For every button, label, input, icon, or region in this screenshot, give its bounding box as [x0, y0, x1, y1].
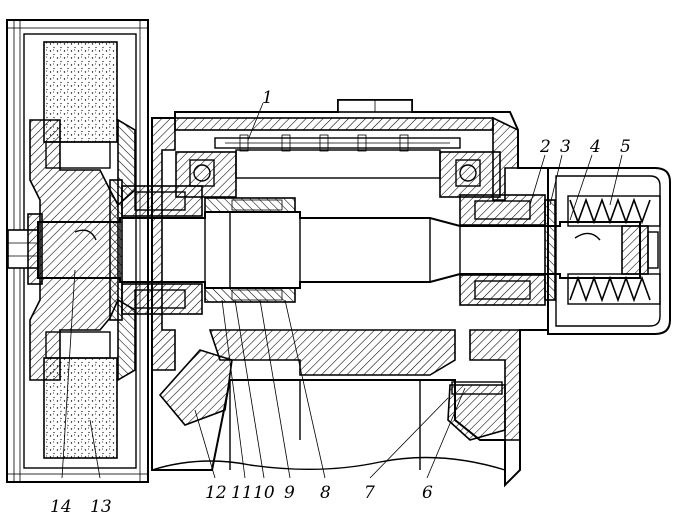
callout-4: 4 [589, 137, 601, 157]
end-cover [547, 167, 671, 335]
shaft-nut [7, 213, 43, 285]
callout-labels: 1 2 3 4 5 6 7 8 9 10 11 12 13 14 [50, 88, 631, 517]
callout-10: 10 [253, 483, 275, 503]
drive-gear [158, 349, 506, 441]
callout-7: 7 [364, 483, 375, 503]
callout-11: 11 [231, 483, 253, 503]
callout-14: 14 [50, 497, 72, 517]
shaft-sleeve [204, 197, 296, 303]
left-bearing [109, 179, 203, 321]
callout-6: 6 [422, 483, 433, 503]
callout-8: 8 [320, 483, 331, 503]
callout-1: 1 [262, 88, 273, 108]
right-bearing [459, 194, 556, 306]
compression-spring [569, 197, 651, 303]
wheel-guard [6, 19, 149, 483]
wheel-flange [29, 118, 136, 382]
callout-13: 13 [90, 497, 112, 517]
callout-3: 3 [560, 137, 571, 157]
end-nut [621, 225, 659, 275]
callout-2: 2 [539, 137, 551, 157]
callout-9: 9 [284, 483, 295, 503]
callout-12: 12 [205, 483, 227, 503]
lubrication-pipe [214, 134, 461, 152]
leader-lines [61, 102, 623, 479]
upper-bearing-blocks [175, 149, 501, 198]
callout-5: 5 [620, 137, 631, 157]
